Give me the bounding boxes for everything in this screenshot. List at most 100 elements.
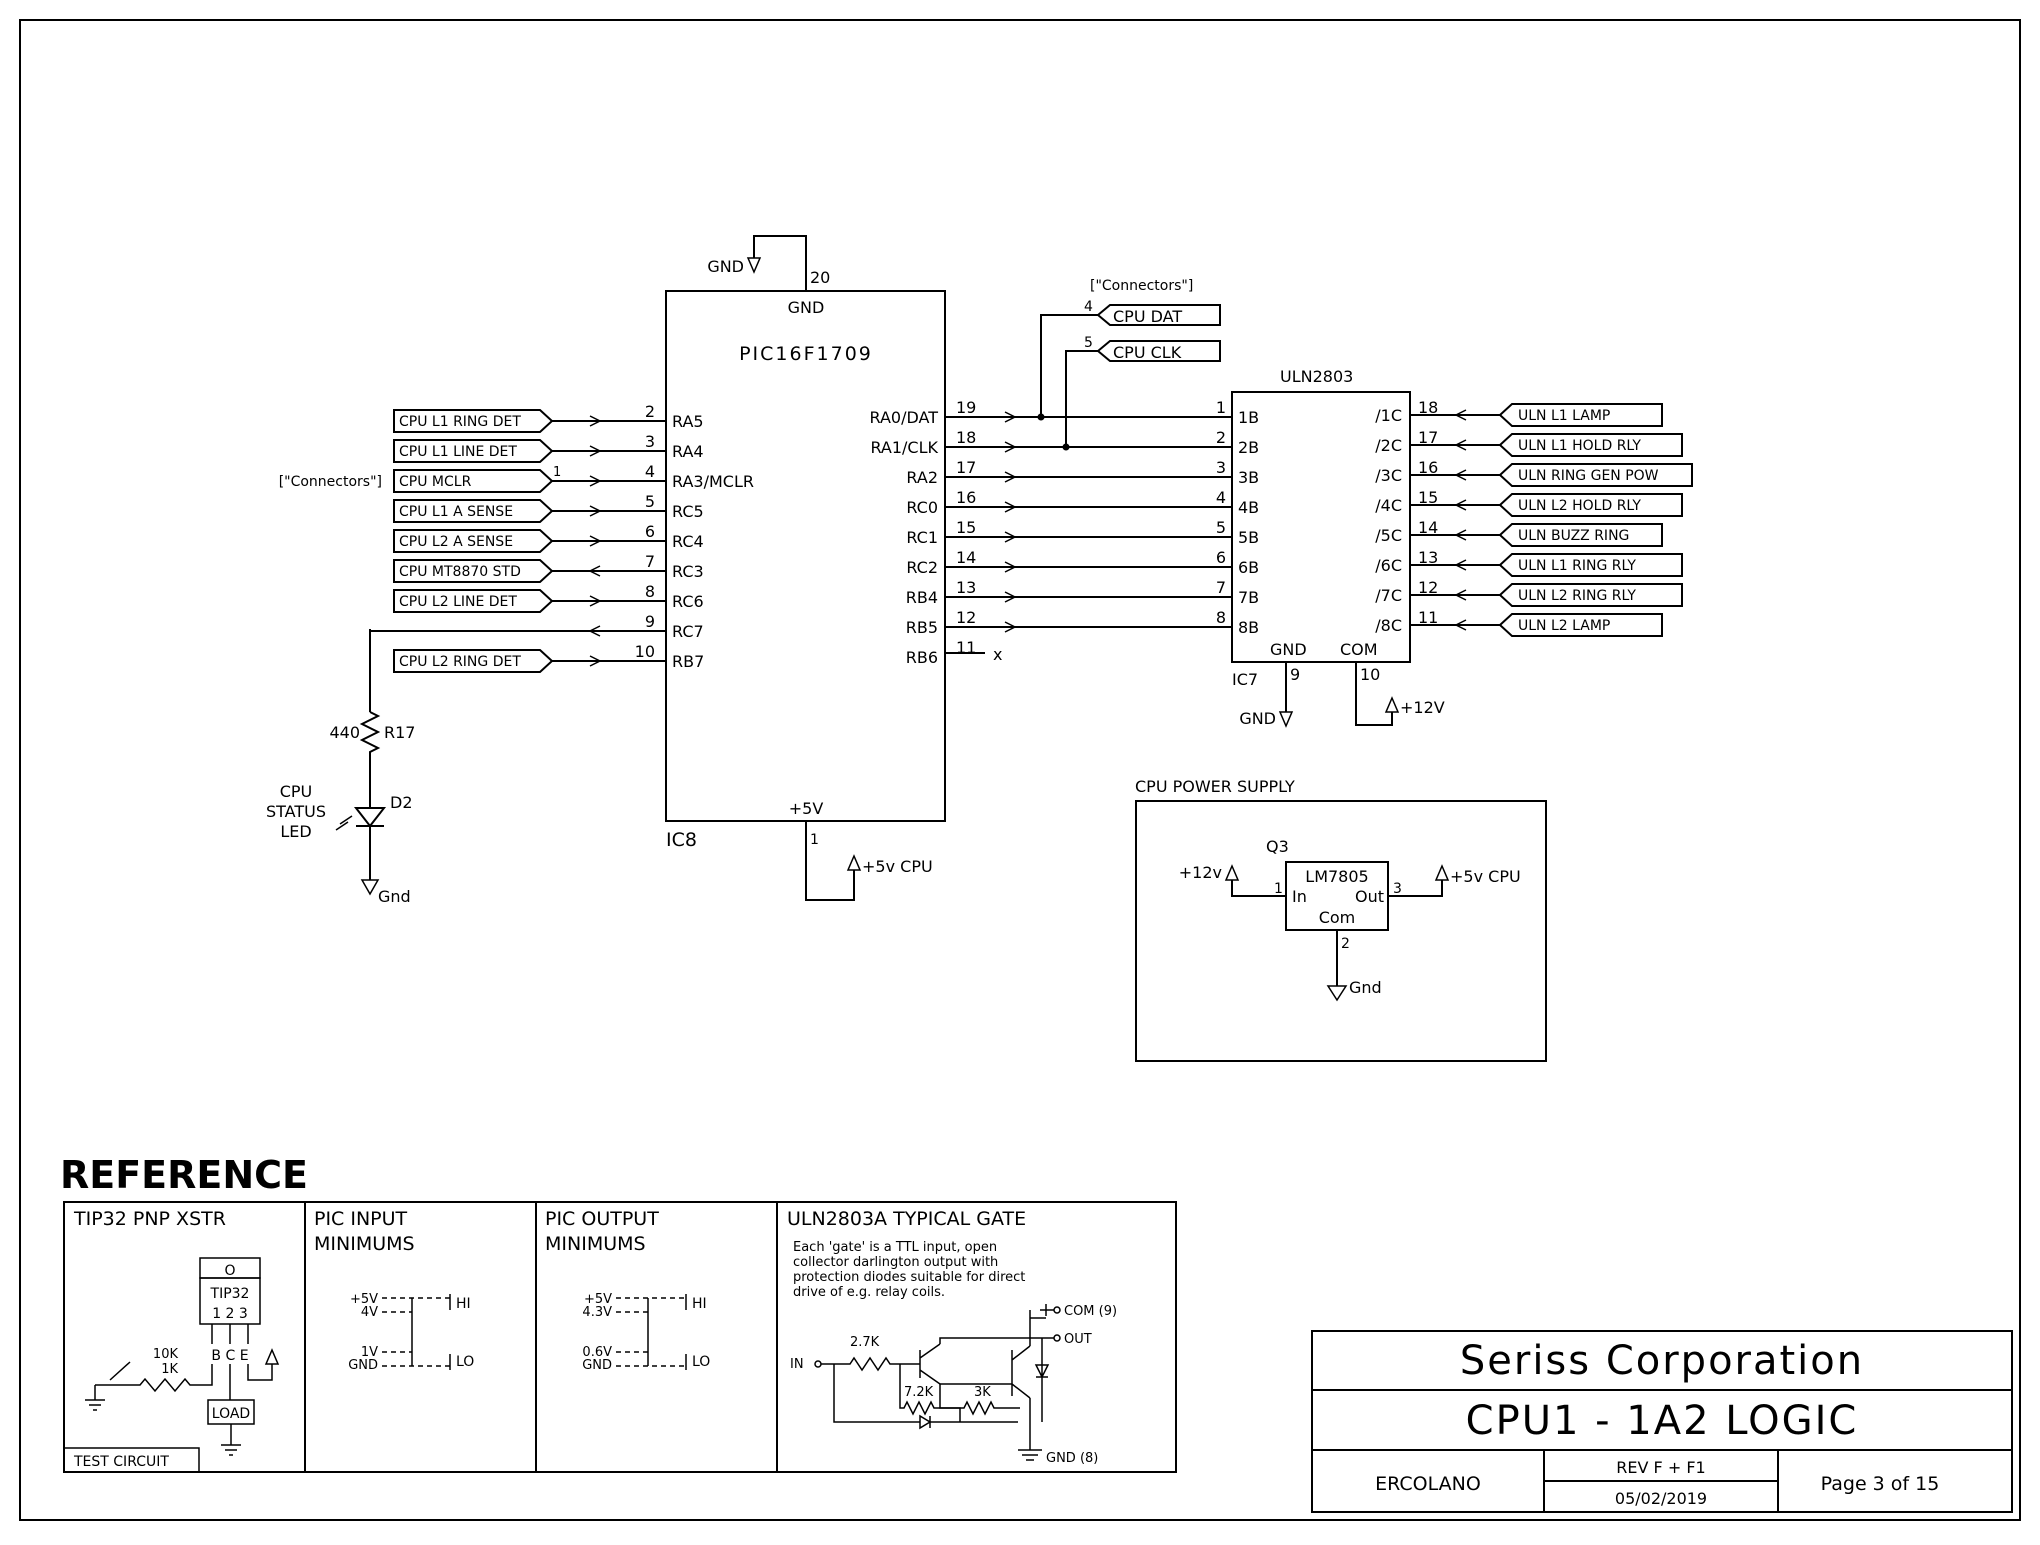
pic-output-levels [616, 1297, 686, 1367]
clk-wire [1065, 350, 1098, 447]
pin-arrow [1004, 441, 1017, 453]
ps-out-arrow [1434, 864, 1450, 881]
net-label: CPU L1 RING DET [399, 414, 521, 430]
pin-name: RB6 [906, 648, 938, 667]
net-label: CPU MCLR [399, 474, 472, 490]
pin-number: 16 [1418, 458, 1438, 477]
pin-arrow [1004, 531, 1017, 543]
pin-arrow [1004, 591, 1017, 603]
uln-gate-q1 [919, 1343, 941, 1385]
pin-arrow [1454, 499, 1467, 511]
ic8-ref: IC8 [666, 829, 697, 851]
ic7-input-5b: 5B5 [1216, 518, 1259, 547]
ic7-input-6b: 6B6 [1216, 548, 1259, 577]
pic-output-hi-bot: 4.3V [582, 1305, 612, 1320]
uln-gate-desc-1: Each 'gate' is a TTL input, open [793, 1240, 997, 1255]
ic7-body [1231, 391, 1411, 663]
tip32-r2: 1K [161, 1362, 178, 1377]
net-flag [1498, 613, 1663, 637]
ic8-vcc-wire [805, 821, 855, 901]
uln-gate-collector [939, 1337, 1031, 1346]
uln-gate-out-terminal [1053, 1334, 1061, 1342]
pin-arrow [1454, 589, 1467, 601]
lm7805-out: Out [1355, 887, 1384, 906]
date: 05/02/2019 [1615, 1489, 1707, 1508]
uln-gate-r1-label: 2.7K [850, 1335, 880, 1350]
net-label: ULN BUZZ RING [1518, 528, 1629, 544]
uln-gate-gnd: GND (8) [1046, 1451, 1098, 1466]
ps-title: CPU POWER SUPPLY [1135, 777, 1295, 796]
pin-name: 2B [1238, 438, 1259, 457]
d2-emission-arrows [335, 815, 353, 831]
uln-gate-r3 [939, 1384, 1020, 1416]
pin-arrow [589, 415, 602, 427]
reference-box [63, 1201, 1177, 1473]
ps-in-arrow [1224, 864, 1240, 881]
mclr-connector-pin: 1 [553, 465, 561, 480]
pin-name: /5C [1375, 526, 1402, 545]
ps-out-net: +5v CPU [1450, 867, 1521, 886]
pin-name: /3C [1375, 466, 1402, 485]
net-flag [1498, 523, 1663, 547]
ic8-right-pins: RA0/DAT19RA1/CLK18RA217RC016RC115RC214RB… [870, 398, 1232, 667]
pin-arrow [589, 655, 602, 667]
led-label-2: STATUS [266, 802, 326, 821]
pin-arrow [1004, 411, 1017, 423]
net-flag [393, 529, 554, 553]
pin-name: RC4 [672, 532, 704, 551]
ic7-gnd-pin: 9 [1290, 665, 1300, 684]
pin-number: 9 [645, 612, 655, 631]
pin-name: RB7 [672, 652, 704, 671]
ps-com-pin: 2 [1341, 936, 1350, 952]
cpu-dat-flag [1096, 304, 1221, 326]
uln-gate-com-terminal [1053, 1306, 1061, 1314]
pic-input-lo-bot: GND [348, 1358, 378, 1373]
pin-arrow [1454, 469, 1467, 481]
lm7805-part: LM7805 [1305, 867, 1368, 886]
ic8-gnd-arrow [746, 257, 762, 274]
ic8-body [665, 290, 946, 822]
uln-gate-gnd-symbol [1018, 1449, 1042, 1461]
pin-number: 7 [645, 552, 655, 571]
ps-gnd: Gnd [1349, 978, 1382, 997]
ic7-com-label: COM [1340, 640, 1378, 659]
rc7-led-wire [369, 629, 552, 632]
pin-number: 4 [1216, 488, 1226, 507]
ps-in-pin: 1 [1274, 881, 1283, 897]
pin-arrow [589, 445, 602, 457]
pin-name: RC6 [672, 592, 704, 611]
ic8-gnd-wire [753, 235, 807, 291]
ic7-input-1b: 1B1 [1216, 398, 1259, 427]
tip32-title: TIP32 PNP XSTR [73, 1208, 226, 1230]
uln-gate-out-wires [1029, 1310, 1054, 1339]
pin-number: 11 [956, 638, 976, 657]
pin-number: 10 [635, 642, 655, 661]
net-label: CPU L2 RING DET [399, 654, 521, 670]
company-name: Seriss Corporation [1460, 1338, 1864, 1384]
pin-name: 7B [1238, 588, 1259, 607]
page-number: Page 3 of 15 [1821, 1473, 1940, 1495]
ic7-gnd-symbol: GND [1239, 709, 1276, 728]
led-label-1: CPU [280, 782, 313, 801]
pic-input-levels [382, 1297, 450, 1367]
net-flag [393, 559, 554, 583]
lm7805-com: Com [1319, 908, 1356, 927]
pin-name: RC1 [906, 528, 938, 547]
lm7805-in: In [1292, 887, 1307, 906]
pin-number: 2 [645, 402, 655, 421]
ic7-com-arrow [1384, 696, 1400, 713]
ic8-vcc-arrow [846, 854, 862, 871]
